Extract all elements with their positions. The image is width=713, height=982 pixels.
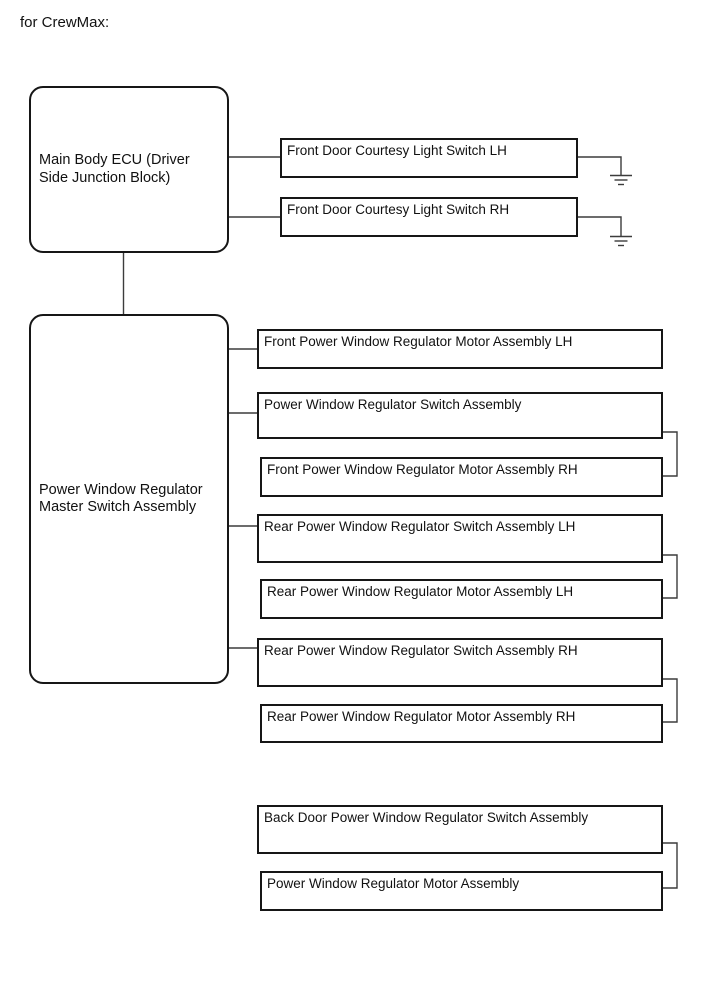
wire-pw-switch-to-front-motor-rh	[663, 431, 678, 477]
node-label: Power Window Regulator Master Switch Ass…	[39, 481, 203, 515]
wire-rear-switch-lh-to-rear-motor-lh	[663, 554, 678, 599]
node-back-door-power-window-switch: Back Door Power Window Regulator Switch …	[257, 805, 663, 854]
node-label: Main Body ECU (Driver Side Junction Bloc…	[39, 152, 190, 186]
node-front-power-window-motor-rh: Front Power Window Regulator Motor Assem…	[260, 457, 663, 497]
node-power-window-motor-assembly: Power Window Regulator Motor Assembly	[260, 871, 663, 911]
node-label: Front Door Courtesy Light Switch RH	[287, 202, 510, 217]
node-rear-power-window-switch-lh: Rear Power Window Regulator Switch Assem…	[257, 514, 663, 563]
ground-icon	[578, 216, 632, 247]
node-main-body-ecu: Main Body ECU (Driver Side Junction Bloc…	[29, 86, 229, 253]
node-label: Rear Power Window Regulator Motor Assemb…	[267, 709, 576, 724]
node-power-window-master-switch: Power Window Regulator Master Switch Ass…	[29, 314, 229, 684]
node-label: Power Window Regulator Switch Assembly	[264, 397, 522, 412]
node-front-power-window-motor-lh: Front Power Window Regulator Motor Assem…	[257, 329, 663, 369]
node-label: Rear Power Window Regulator Motor Assemb…	[267, 584, 574, 599]
node-label: Power Window Regulator Motor Assembly	[267, 876, 520, 891]
node-power-window-switch-assembly: Power Window Regulator Switch Assembly	[257, 392, 663, 439]
node-label: Front Door Courtesy Light Switch LH	[287, 143, 507, 158]
node-rear-power-window-motor-rh: Rear Power Window Regulator Motor Assemb…	[260, 704, 663, 743]
node-label: Rear Power Window Regulator Switch Assem…	[264, 519, 576, 534]
node-label: Front Power Window Regulator Motor Assem…	[264, 334, 573, 349]
node-front-door-courtesy-light-switch-lh: Front Door Courtesy Light Switch LH	[280, 138, 578, 178]
node-label: Back Door Power Window Regulator Switch …	[264, 810, 589, 825]
node-front-door-courtesy-light-switch-rh: Front Door Courtesy Light Switch RH	[280, 197, 578, 237]
node-rear-power-window-switch-rh: Rear Power Window Regulator Switch Assem…	[257, 638, 663, 687]
node-label: Rear Power Window Regulator Switch Assem…	[264, 643, 578, 658]
wire-back-door-switch-to-pw-motor	[663, 842, 678, 889]
node-label: Front Power Window Regulator Motor Assem…	[267, 462, 578, 477]
diagram-title: for CrewMax:	[20, 14, 110, 31]
wire-rear-switch-rh-to-rear-motor-rh	[663, 678, 678, 723]
node-rear-power-window-motor-lh: Rear Power Window Regulator Motor Assemb…	[260, 579, 663, 619]
ground-icon	[578, 156, 632, 186]
